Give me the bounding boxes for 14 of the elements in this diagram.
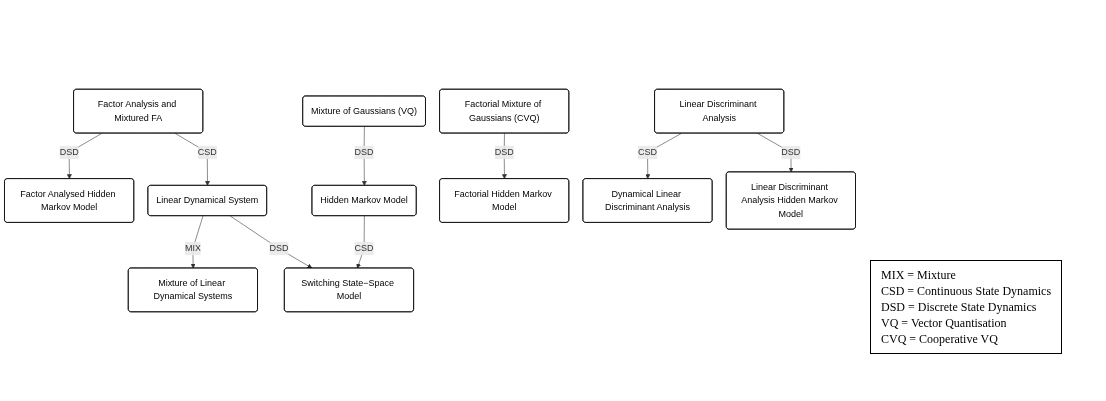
- edge-label: DSD: [494, 147, 514, 157]
- abbreviation-definition: DSD = Discrete State Dynamics: [881, 299, 1038, 315]
- abbreviation-definition: CSD = Continuous State Dynamics: [881, 283, 1052, 299]
- edge-label: MIX: [184, 243, 201, 254]
- abbreviation-definition: CVQ = Cooperative VQ: [881, 331, 999, 347]
- edge-label: CSD: [354, 243, 374, 254]
- edge-label: DSD: [781, 147, 801, 157]
- edge-label: CSD: [197, 147, 217, 157]
- edge-label: DSD: [59, 147, 79, 157]
- edge-label: CSD: [638, 147, 658, 157]
- abbreviation-definition: MIX = Mixture: [881, 267, 957, 283]
- edge-label: DSD: [269, 243, 289, 254]
- abbreviation-definition: VQ = Vector Quantisation: [881, 315, 1008, 331]
- edge-label: DSD: [354, 147, 374, 157]
